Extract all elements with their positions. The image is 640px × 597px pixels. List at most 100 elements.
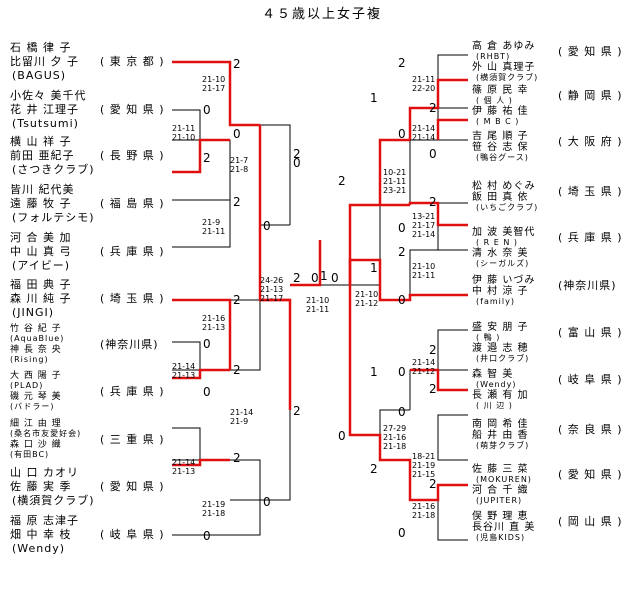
round-score: 2 [293,271,301,285]
round-score: 0 [338,429,346,443]
right-team-player1: 吉 尾 順 子 [472,131,529,142]
round-score: 2 [233,363,241,377]
left-team-player1: 細 江 由 理 [10,419,62,429]
round-score: 2 [429,195,437,209]
round-score: 0 [263,495,271,509]
game-score: 21-14 21-9 [230,408,254,426]
game-score: 21-14 21-14 [412,124,436,142]
game-score: 24-26 21-13 21-17 [260,276,284,303]
right-team-player1: 加 波 美智代 [472,227,536,238]
right-team-player2: 中 村 涼 子 [472,286,529,297]
right-team-player2: 笹 谷 志 保 [472,142,529,153]
right-team-player2: 清 水 奈 美 [472,248,529,259]
game-score: 21-11 21-10 [172,124,196,142]
round-score: 2 [338,174,346,188]
left-team-prefecture: ( 岐 阜 県 ) [100,528,165,541]
game-score: 21-14 21-12 [412,358,436,376]
round-score: 0 [203,385,211,399]
right-team-prefecture: ( 富 山 県 ) [558,326,623,339]
round-score: 0 [203,103,211,117]
game-score: 21-19 21-18 [202,500,226,518]
left-team-player2: 森 川 純 子 [10,292,72,305]
right-team-prefecture: ( 静 岡 県 ) [558,89,623,102]
left-team-player1: 横 山 祥 子 [10,135,72,148]
round-score: 2 [429,382,437,396]
left-team-player2: 神 長 奈 央 [10,345,62,355]
round-score: 1 [320,269,328,283]
right-team-player2: 河 合 千 織 [472,485,529,496]
round-score: 0 [398,405,406,419]
left-team-player2: 中 山 真 弓 [10,245,72,258]
right-team-player2: 長谷川 直 美 [472,522,536,533]
left-team-prefecture: ( 東 京 都 ) [100,55,165,68]
right-team-player2: 伊 藤 祐 佳 [472,106,529,117]
left-team-player1: 福 原 志津子 [10,514,79,527]
game-score: 21-10 21-11 [412,262,436,280]
left-team-club: (BAGUS) [12,69,67,82]
right-team-player2: 外 山 真理子 [472,62,536,73]
game-score: 27-29 21-16 21-18 [383,424,407,451]
round-score: 0 [398,526,406,540]
round-score: 2 [429,101,437,115]
right-team-club2: (井口クラブ) [476,354,530,363]
round-score: 2 [293,404,301,418]
left-team-club: (PLAD) [10,381,44,390]
left-team-prefecture: ( 愛 知 県 ) [100,103,165,116]
right-team-club2: (鴨谷グース) [476,153,529,162]
game-score: 21-16 21-18 [412,502,436,520]
round-score: 2 [429,343,437,357]
round-score: 2 [398,56,406,70]
round-score: 1 [370,91,378,105]
right-team-prefecture: ( 大 阪 府 ) [558,135,623,148]
game-score: 21-10 21-17 [202,75,226,93]
right-team-club2: (シーガルズ) [476,259,530,268]
right-team-player1: 南 岡 希 佳 [472,419,529,430]
left-team-club2: (バドラー) [10,402,55,411]
game-score: 18-21 21-19 21-15 [412,452,436,479]
right-team-club1: (Wendy) [476,380,517,389]
left-team-club: (フォルテシモ) [12,211,95,224]
left-team-prefecture: (神奈川県) [100,338,159,351]
left-team-player2: 花 井 江理子 [10,103,79,116]
right-team-player2: 飯 田 真 依 [472,192,529,203]
left-team-player2: 前田 亜紀子 [10,149,75,162]
round-score: 0 [203,529,211,543]
round-score: 0 [398,127,406,141]
game-score: 21-14 21-13 [172,458,196,476]
right-team-prefecture: ( 奈 良 県 ) [558,423,623,436]
left-team-prefecture: ( 長 野 県 ) [100,149,165,162]
right-team-player2: 船 井 由 香 [472,430,529,441]
round-score: 1 [370,365,378,379]
right-team-club1: ( 鴨 ) [476,333,501,342]
round-score: 0 [263,219,271,233]
game-score: 13-21 21-17 21-14 [412,212,436,239]
game-score: 21-16 21-13 [202,314,226,332]
right-team-club2: (萌芽クラブ) [476,441,530,450]
left-team-club: (桑名市友愛好会) [10,429,82,438]
round-score: 2 [293,147,301,161]
round-score: 2 [398,245,406,259]
left-team-club2: (有田BC) [10,450,50,459]
round-score: 1 [370,261,378,275]
right-team-club2: (横須賀クラブ) [476,73,539,82]
round-score: 0 [398,293,406,307]
left-team-prefecture: ( 埼 玉 県 ) [100,292,165,305]
left-team-club: (Tsutsumi) [12,117,79,130]
round-score: 0 [203,337,211,351]
right-team-club2: (family) [476,297,515,306]
left-team-player1: 山 口 カオリ [10,466,79,479]
left-team-player1: 竹 谷 紀 子 [10,324,62,334]
round-score: 2 [370,462,378,476]
round-score: 0 [429,147,437,161]
left-team-player2: 佐 藤 実 季 [10,480,72,493]
round-score: 2 [233,57,241,71]
right-team-player1: 篠 原 民 幸 [472,85,529,96]
game-score: 21-10 21-11 [306,296,330,314]
left-team-club: (横須賀クラブ) [12,494,95,507]
round-score: 0 [293,156,301,170]
right-team-prefecture: ( 愛 知 県 ) [558,468,623,481]
left-team-club: (Wendy) [12,542,66,555]
page-title: ４５歳以上女子複 [262,7,383,22]
right-team-club2: ( 川 辺 ) [476,401,513,410]
